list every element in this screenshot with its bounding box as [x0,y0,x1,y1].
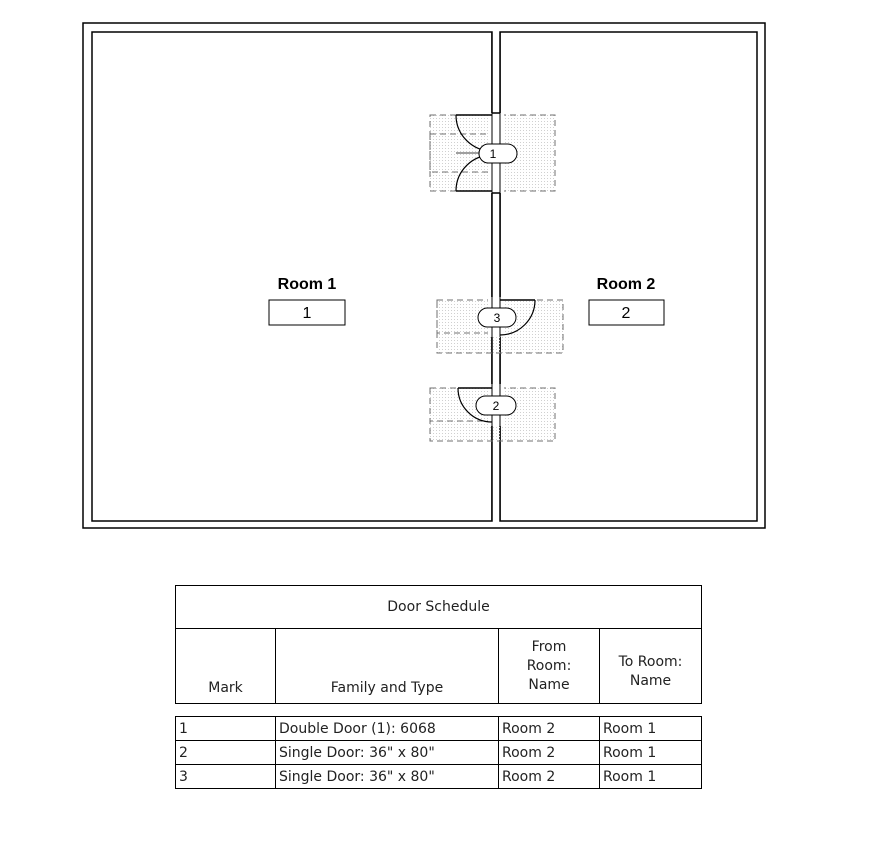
outer-wall [82,22,766,529]
room-2-name: Room 2 [597,276,656,293]
header-from-room[interactable]: From Room: Name [498,628,600,704]
cell-family-type[interactable]: Single Door: 36" x 80" [275,740,499,765]
header-to-room-line-1: To Room: [618,654,683,670]
room-1-number: 1 [303,305,312,322]
table-row[interactable]: 1 Double Door (1): 6068 Room 2 Room 1 [175,716,702,741]
room-2-number: 2 [622,305,631,322]
cell-family-type[interactable]: Double Door (1): 6068 [275,716,499,741]
header-to-room[interactable]: To Room: Name [598,628,703,704]
header-from-room-line-1: From [531,638,567,655]
cell-family-type[interactable]: Single Door: 36" x 80" [275,764,499,789]
door-2-tag: 2 [493,399,500,413]
cell-mark[interactable]: 2 [175,740,276,765]
header-from-room-line-2: Room: [526,657,572,674]
cell-mark[interactable]: 1 [175,716,276,741]
cell-from-room[interactable]: Room 2 [498,740,600,765]
cell-to-room[interactable]: Room 1 [599,764,702,789]
cell-to-room[interactable]: Room 1 [599,740,702,765]
header-from-room-line-3: Name [528,676,570,693]
cell-to-room[interactable]: Room 1 [599,716,702,741]
header-mark[interactable]: Mark [175,628,276,704]
door-3-tag: 3 [494,311,501,325]
table-row[interactable]: 2 Single Door: 36" x 80" Room 2 Room 1 [175,740,702,765]
room-1-name: Room 1 [278,276,337,293]
header-family-type[interactable]: Family and Type [275,628,499,704]
door-3-symbol[interactable]: 3 [436,297,564,354]
door-1-symbol[interactable]: 1 [429,112,556,194]
door-2-symbol[interactable]: 2 [429,384,556,442]
schedule-title: Door Schedule [174,585,703,629]
door-schedule-body: 1 Double Door (1): 6068 Room 2 Room 1 2 … [175,716,702,789]
room-1-tag[interactable]: Room 1 1 [268,276,346,326]
header-to-room-line-2: Name [629,673,672,689]
cell-mark[interactable]: 3 [175,764,276,789]
room-2-tag[interactable]: Room 2 2 [588,276,665,326]
cell-from-room[interactable]: Room 2 [498,764,600,789]
door-1-tag: 1 [490,147,497,161]
cell-from-room[interactable]: Room 2 [498,716,600,741]
middle-wall [492,32,500,521]
floor-plan: 1 3 2 Room 1 1 Room 2 2 [82,22,766,529]
door-schedule-header: Door Schedule Mark Family and Type From … [174,585,703,704]
table-row[interactable]: 3 Single Door: 36" x 80" Room 2 Room 1 [175,764,702,789]
